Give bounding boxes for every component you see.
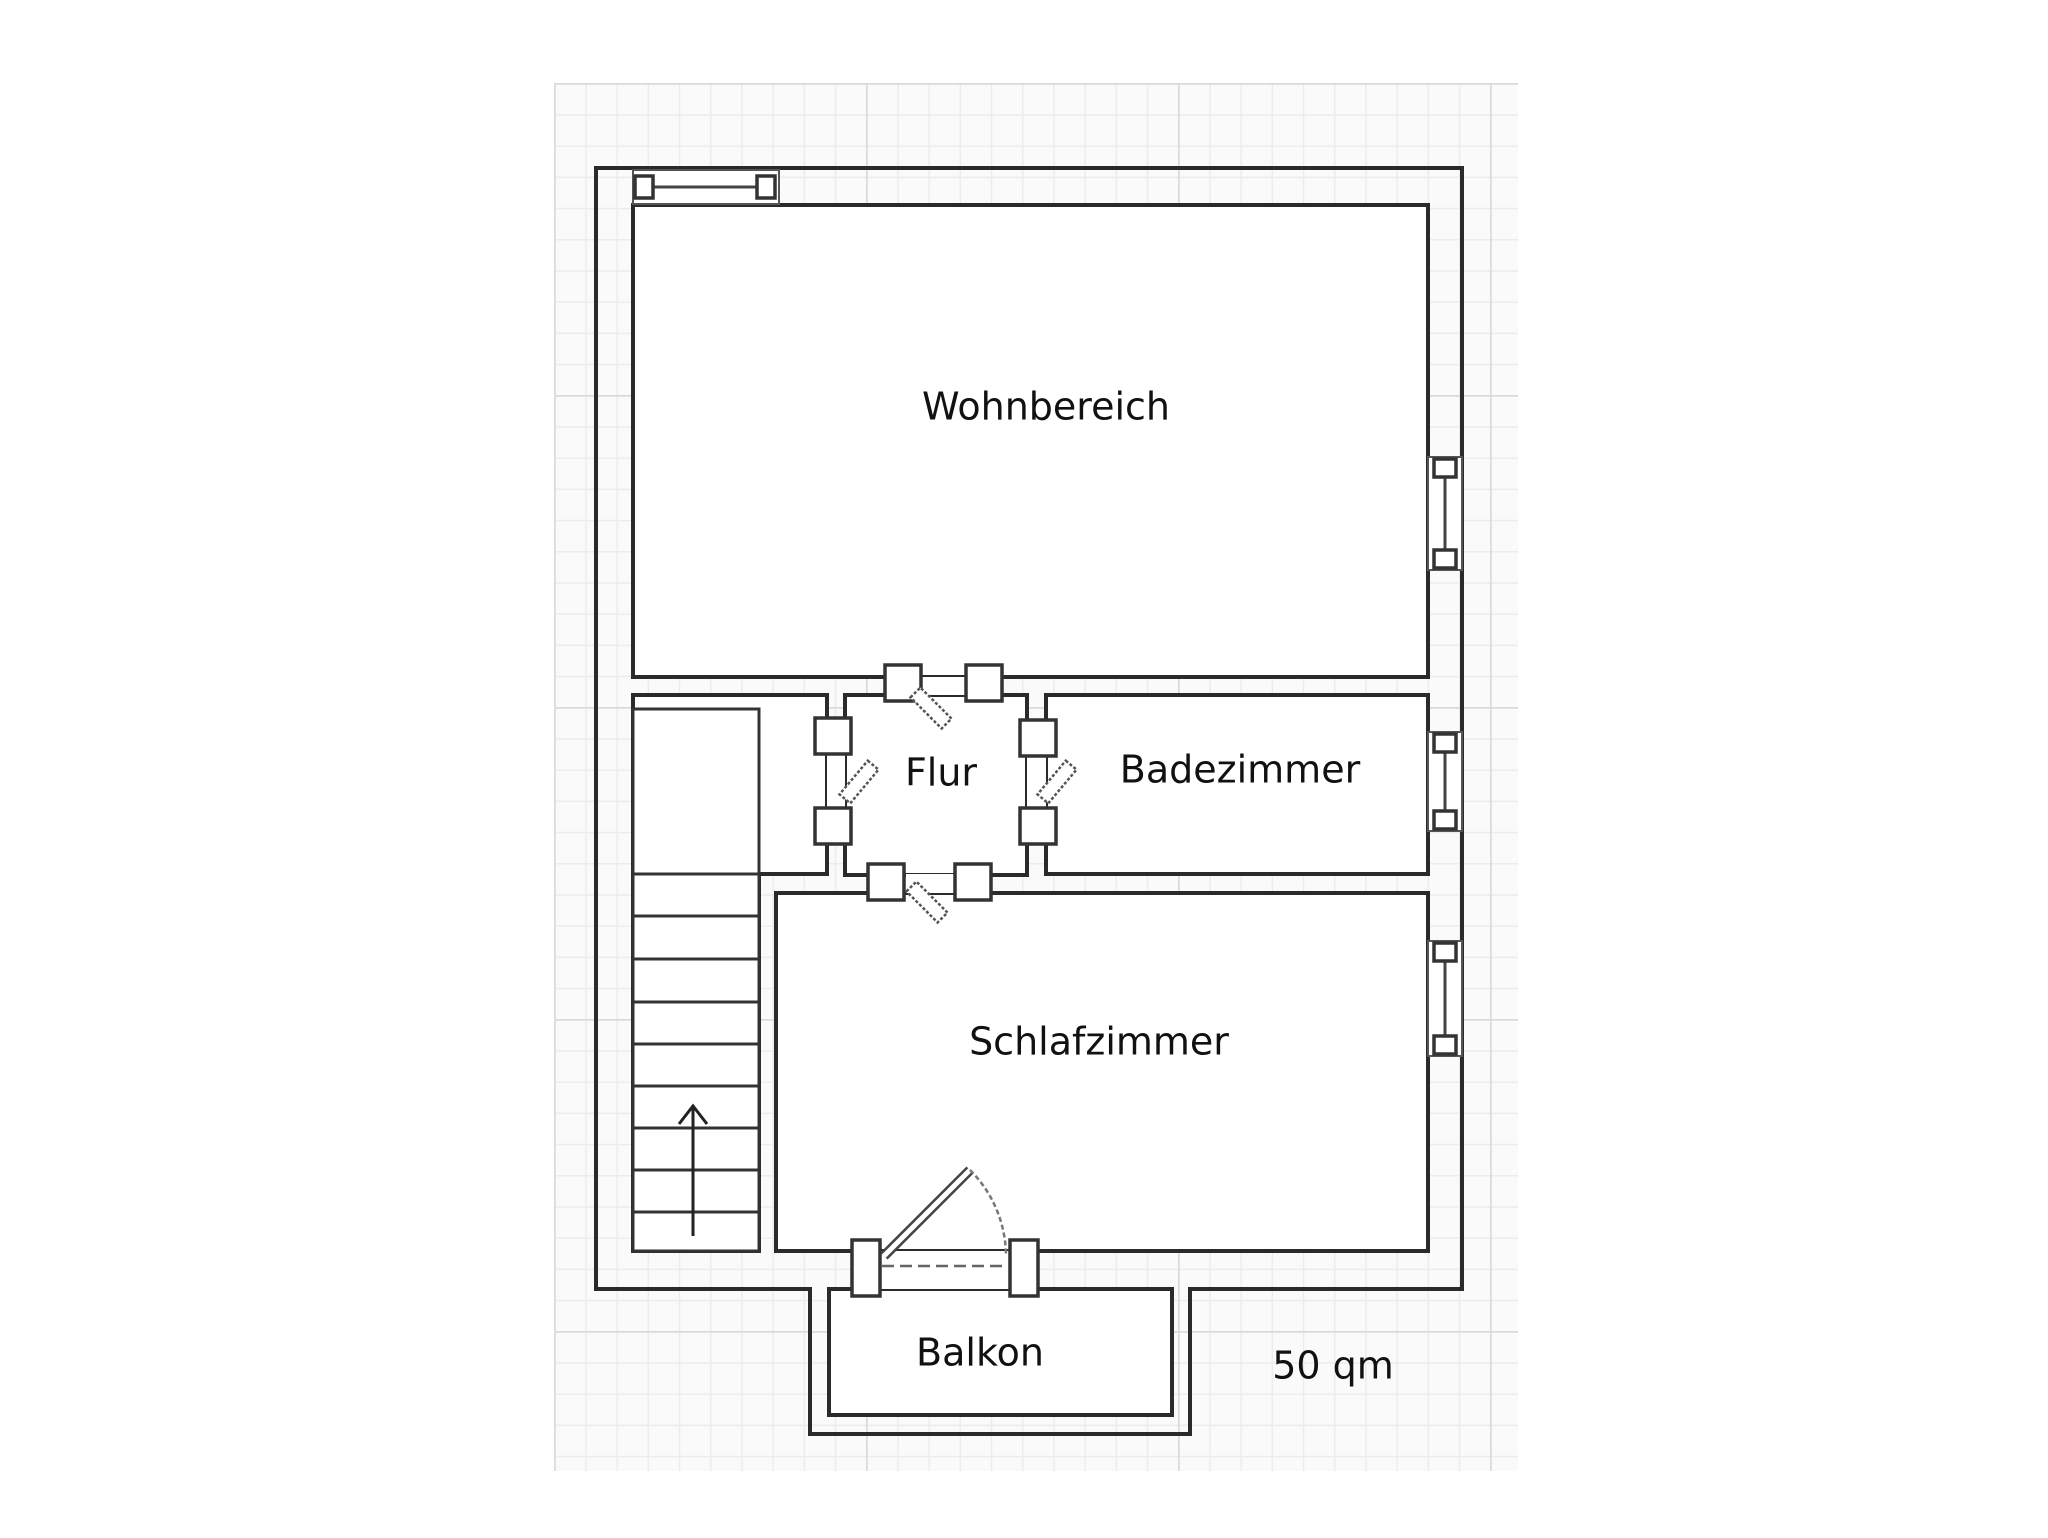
stair-direction-arrow-icon bbox=[677, 1103, 709, 1236]
label-badezimmer: Badezimmer bbox=[1120, 748, 1361, 792]
window-right-bath bbox=[1427, 731, 1463, 832]
window-top bbox=[632, 169, 780, 205]
door-flur-wohnbereich[interactable] bbox=[883, 663, 1004, 731]
window-right-living bbox=[1427, 456, 1463, 571]
label-wohnbereich: Wohnbereich bbox=[922, 385, 1170, 429]
door-balcony[interactable] bbox=[850, 1166, 1040, 1298]
staircase bbox=[631, 707, 761, 1253]
label-schlafzimmer: Schlafzimmer bbox=[969, 1020, 1229, 1064]
door-flur-stairhall[interactable] bbox=[813, 716, 881, 846]
door-flur-schlafzimmer[interactable] bbox=[866, 862, 993, 925]
label-balkon: Balkon bbox=[916, 1331, 1044, 1375]
area-label: 50 qm bbox=[1272, 1344, 1394, 1388]
label-flur: Flur bbox=[905, 751, 977, 795]
window-right-bedroom bbox=[1427, 940, 1463, 1057]
door-flur-bad[interactable] bbox=[1018, 718, 1079, 846]
room-schlafzimmer[interactable] bbox=[774, 891, 1430, 1253]
room-wohnbereich[interactable] bbox=[631, 203, 1430, 679]
